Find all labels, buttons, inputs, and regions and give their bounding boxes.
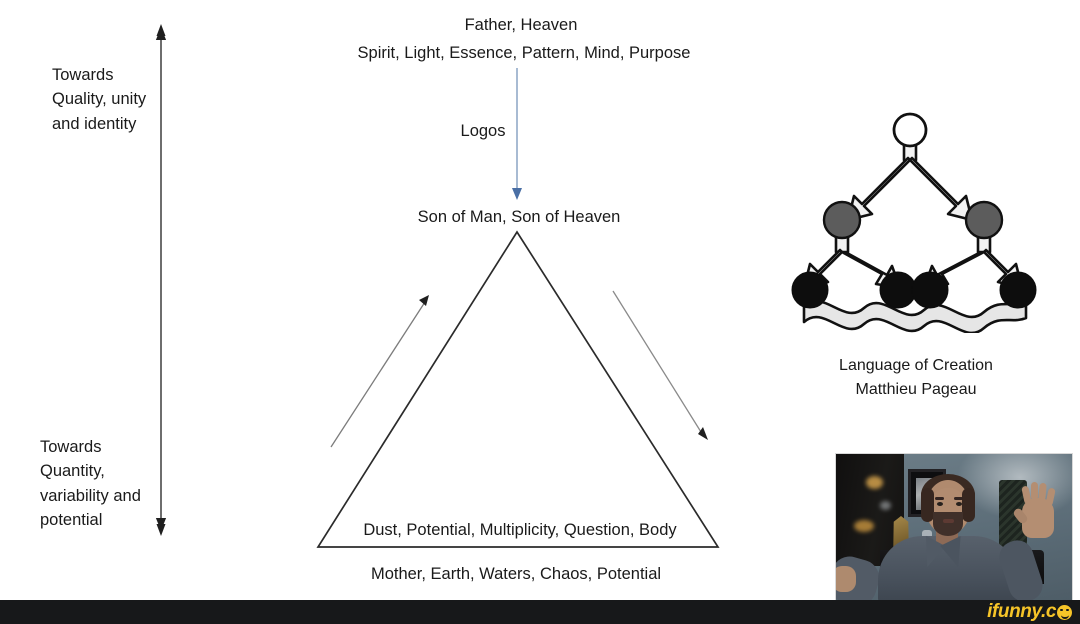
book-title-label: Language of Creation bbox=[839, 357, 993, 374]
dust-attributes-label: Dust, Potential, Multiplicity, Question,… bbox=[363, 521, 677, 539]
logos-label: Logos bbox=[460, 122, 506, 140]
cover-node-leaf-3 bbox=[911, 271, 949, 309]
axis-label-quality: Towards Quality, unity and identity bbox=[52, 66, 147, 133]
heaven-attributes-label: Spirit, Light, Essence, Pattern, Mind, P… bbox=[357, 44, 691, 62]
bottom-letterbox-bar bbox=[0, 600, 1080, 624]
cabinet-light-glow bbox=[866, 476, 883, 489]
logos-arrow bbox=[512, 68, 522, 200]
cover-node-mid-left bbox=[822, 200, 862, 240]
son-of-man-label: Son of Man, Son of Heaven bbox=[417, 208, 621, 226]
speaker-eye bbox=[937, 502, 943, 506]
hierarchy-triangle bbox=[316, 230, 720, 548]
ifunny-watermark: ifunny.c bbox=[987, 601, 1072, 623]
cover-node-leaf-4 bbox=[999, 271, 1037, 309]
cover-node-top bbox=[892, 112, 928, 148]
speaker-hair-side bbox=[962, 488, 975, 522]
smiley-face-icon bbox=[1057, 604, 1072, 620]
speaker-hair-side bbox=[921, 488, 934, 522]
cover-node-leaf-2 bbox=[879, 271, 917, 309]
book-cover-illustration bbox=[791, 112, 1037, 333]
speaker-beard bbox=[933, 512, 963, 536]
ascending-arrow bbox=[330, 295, 429, 448]
cover-node-mid-right bbox=[964, 200, 1004, 240]
smiley-mouth bbox=[1060, 613, 1069, 619]
speaker-mouth bbox=[943, 519, 954, 523]
mother-earth-label: Mother, Earth, Waters, Chaos, Potential bbox=[370, 565, 662, 583]
speaker-eyebrow bbox=[935, 497, 944, 500]
descending-arrow bbox=[612, 290, 708, 440]
cabinet-light-glow bbox=[880, 501, 891, 510]
speaker-eyebrow bbox=[954, 497, 963, 500]
cover-node-leaf-1 bbox=[791, 271, 829, 309]
axis-label-quantity: Towards Quantity, variability and potent… bbox=[40, 438, 141, 530]
book-author-label: Matthieu Pageau bbox=[855, 381, 977, 398]
cabinet-light-glow bbox=[854, 520, 874, 532]
webcam-video-inset[interactable] bbox=[835, 453, 1073, 601]
watermark-text: ifunny.c bbox=[987, 601, 1056, 622]
hand-finger bbox=[1031, 482, 1038, 500]
speaker-left-hand bbox=[836, 566, 856, 592]
father-heaven-label: Father, Heaven bbox=[464, 16, 578, 34]
speaker-eye bbox=[956, 502, 962, 506]
